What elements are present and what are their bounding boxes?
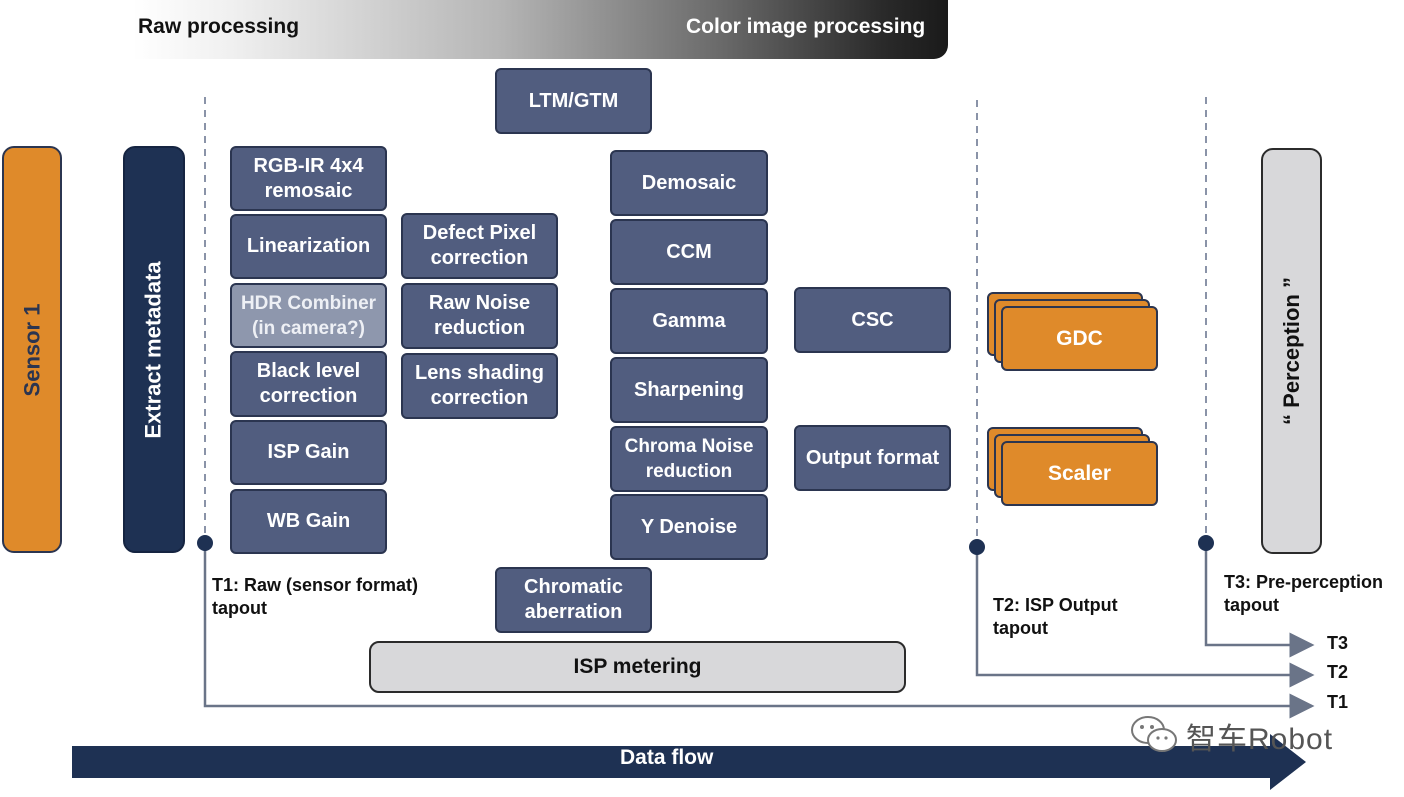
ltm-gtm-block: LTM/GTM xyxy=(495,68,652,134)
defect-pixel-correction-block: Defect Pixel correction xyxy=(401,213,558,279)
isp-metering-block: ISP metering xyxy=(369,641,906,693)
t3-tapout-label: T3: Pre-perception tapout xyxy=(1224,572,1384,615)
csc-block: CSC xyxy=(794,287,951,353)
wechat-icon xyxy=(1131,716,1177,752)
t1-route-line xyxy=(203,543,1315,719)
gamma-block: Gamma xyxy=(610,288,768,354)
processing-stage-bar xyxy=(133,0,948,59)
t2-tapout-label: T2: ISP Output tapout xyxy=(993,595,1118,638)
lens-shading-correction-block: Lens shading correction xyxy=(401,353,558,419)
t1-tap-dot xyxy=(197,535,213,551)
sensor-block: Sensor 1 xyxy=(2,146,62,553)
raw-noise-reduction-block: Raw Noise reduction xyxy=(401,283,558,349)
t2-tap-dot xyxy=(969,539,985,555)
black-level-correction-block: Black level correction xyxy=(230,351,387,417)
chroma-noise-reduction-block: Chroma Noise reduction xyxy=(610,426,768,492)
rgb-ir-remosaic-block: RGB-IR 4x4 remosaic xyxy=(230,146,387,211)
gdc-block: GDC xyxy=(1001,306,1158,371)
t3-route-line xyxy=(1204,543,1315,658)
output-format-block: Output format xyxy=(794,425,951,491)
t2-arrow-label: T2 xyxy=(1327,662,1349,682)
data-flow-label: Data flow xyxy=(620,746,714,769)
wb-gain-block: WB Gain xyxy=(230,489,387,554)
data-flow-arrow xyxy=(72,734,1306,790)
sensor-label: Sensor 1 xyxy=(19,303,44,396)
demosaic-block: Demosaic xyxy=(610,150,768,216)
extract-metadata-label: Extract metadata xyxy=(141,260,166,439)
perception-block: “ Perception ” xyxy=(1261,148,1322,554)
sharpening-block: Sharpening xyxy=(610,357,768,423)
raw-processing-label: Raw processing xyxy=(138,15,300,38)
perception-label: “ Perception ” xyxy=(1278,277,1304,425)
chromatic-aberration-block: Chromatic aberration xyxy=(495,567,652,633)
color-processing-label: Color image processing xyxy=(686,15,926,38)
scaler-block: Scaler xyxy=(1001,441,1158,506)
y-denoise-block: Y Denoise xyxy=(610,494,768,560)
hdr-combiner-block: HDR Combiner (in camera?) xyxy=(230,283,387,348)
isp-gain-block: ISP Gain xyxy=(230,420,387,485)
ccm-block: CCM xyxy=(610,219,768,285)
t3-arrow-label: T3 xyxy=(1327,633,1349,653)
t1-tapout-label: T1: Raw (sensor format) tapout xyxy=(212,575,419,618)
t2-route-line xyxy=(975,547,1315,688)
linearization-block: Linearization xyxy=(230,214,387,279)
t1-arrow-label: T1 xyxy=(1327,692,1349,712)
extract-metadata-block: Extract metadata xyxy=(123,146,185,553)
t3-tap-dot xyxy=(1198,535,1214,551)
watermark-text: 智车Robot xyxy=(1186,723,1334,756)
